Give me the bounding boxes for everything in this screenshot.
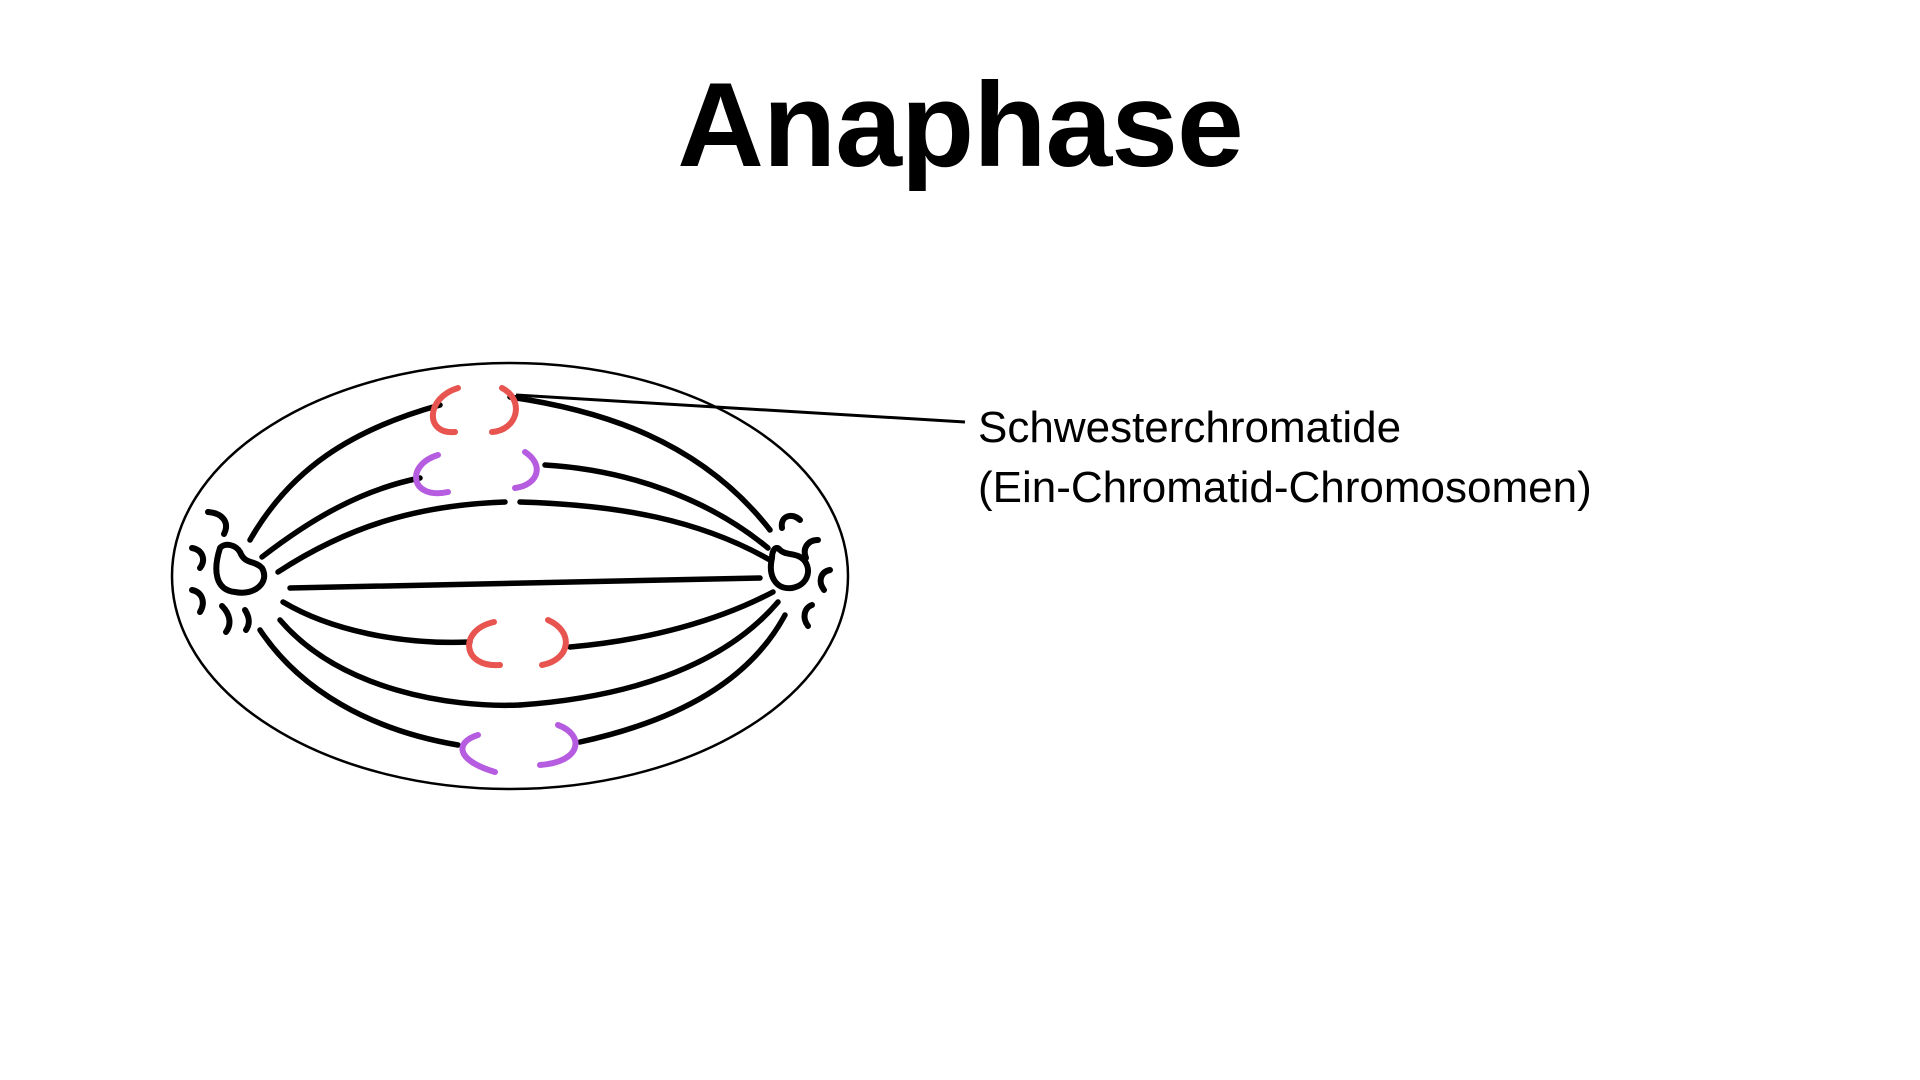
spindle-fiber bbox=[517, 499, 773, 563]
spindle-fiber bbox=[517, 599, 781, 708]
chromatid-red bbox=[466, 619, 503, 669]
chromatid-red bbox=[429, 385, 461, 436]
spindle-fiber bbox=[247, 402, 443, 543]
spindle-fiber bbox=[567, 589, 776, 650]
spindle-fiber bbox=[287, 575, 763, 591]
chromatid-red bbox=[539, 617, 569, 668]
chromatid-purple bbox=[537, 722, 579, 768]
chromatid-purple bbox=[459, 732, 498, 775]
label-line-1: Schwesterchromatide bbox=[978, 403, 1402, 452]
spindle-fiber bbox=[280, 599, 473, 646]
left-centrosome bbox=[189, 509, 267, 635]
label-line-2: (Ein-Chromatid-Chromosomen) bbox=[978, 463, 1592, 512]
spindle-fiber bbox=[259, 475, 423, 560]
label-leader-line bbox=[515, 393, 966, 424]
spindle-fiber bbox=[507, 394, 773, 533]
chromatid-purple bbox=[413, 452, 451, 497]
sister-chromatids bbox=[413, 385, 579, 775]
spindle-fibers bbox=[247, 394, 788, 748]
spindle-fiber bbox=[277, 617, 523, 709]
chromatid-label: Schwesterchromatide (Ein-Chromatid-Chrom… bbox=[978, 398, 1592, 518]
chromatid-purple bbox=[512, 449, 540, 491]
spindle-fiber bbox=[275, 499, 508, 575]
chromatid-red bbox=[489, 385, 519, 435]
slide-title: Anaphase bbox=[677, 58, 1244, 192]
spindle-fiber bbox=[257, 627, 461, 748]
spindle-fiber bbox=[542, 462, 771, 551]
cell-membrane bbox=[170, 361, 850, 791]
spindle-fiber bbox=[577, 612, 788, 745]
right-centrosome bbox=[768, 512, 833, 629]
